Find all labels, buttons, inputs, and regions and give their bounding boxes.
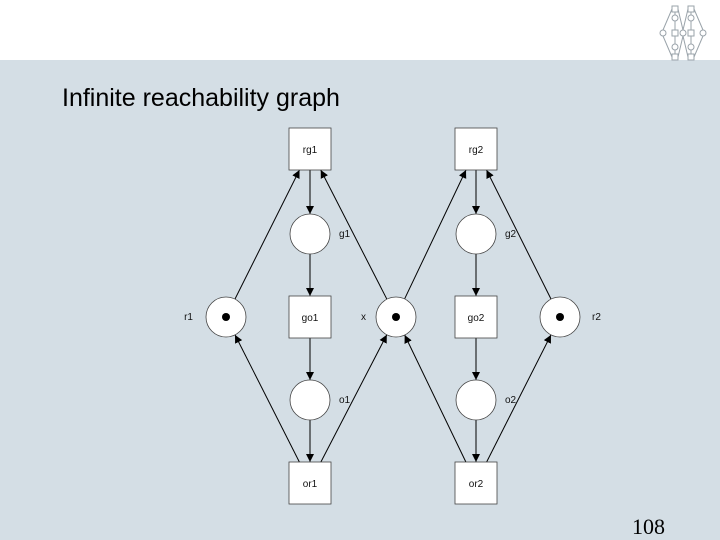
transition-rg1: rg1	[288, 127, 332, 171]
arc-r1-to-rg1	[234, 169, 300, 300]
transition-label: rg1	[303, 145, 318, 156]
slide-background	[0, 60, 720, 540]
transition-or1: or1	[288, 461, 332, 505]
place-circle	[455, 213, 497, 255]
place-x: x	[361, 296, 417, 338]
transition-box	[288, 461, 332, 505]
page-number: 108	[632, 514, 665, 539]
transition-label: or2	[469, 479, 484, 490]
place-r2: r2	[539, 296, 601, 338]
token-dot	[392, 313, 400, 321]
arc-or1-to-r1	[234, 334, 300, 463]
arc-x-to-rg2	[404, 169, 467, 300]
transition-box	[454, 295, 498, 339]
arc-or2-to-r2	[486, 334, 552, 463]
place-label: g2	[505, 229, 517, 240]
transition-box	[288, 295, 332, 339]
place-o1: o1	[289, 379, 351, 421]
nodes: rg1 rg2 go1 go2 or1 or2 g1 g2 r1 x r2 o1 o2	[184, 127, 601, 505]
place-label: g1	[339, 229, 351, 240]
transition-label: or1	[303, 479, 318, 490]
arc-or1-to-x	[320, 334, 388, 463]
slide-title: Infinite reachability graph	[62, 84, 340, 112]
place-label: o2	[505, 395, 517, 406]
transition-or2: or2	[454, 461, 498, 505]
place-label: r2	[592, 312, 601, 323]
arcs	[234, 169, 552, 463]
place-g1: g1	[289, 213, 351, 255]
token-dot	[222, 313, 230, 321]
transition-rg2: rg2	[454, 127, 498, 171]
place-o2: o2	[455, 379, 517, 421]
transition-box	[454, 461, 498, 505]
place-circle	[289, 213, 331, 255]
transition-label: go2	[468, 313, 485, 324]
transition-label: rg2	[469, 145, 484, 156]
place-label: r1	[184, 312, 193, 323]
logo-icon	[659, 5, 707, 61]
transition-go2: go2	[454, 295, 498, 339]
place-g2: g2	[455, 213, 517, 255]
arc-or2-to-x	[404, 334, 467, 463]
place-label: o1	[339, 395, 351, 406]
transition-go1: go1	[288, 295, 332, 339]
arc-x-to-rg1	[320, 169, 388, 300]
place-r1: r1	[184, 296, 247, 338]
arc-r2-to-rg2	[486, 169, 552, 300]
token-dot	[556, 313, 564, 321]
transition-label: go1	[302, 313, 319, 324]
place-label: x	[361, 312, 366, 323]
transition-box	[288, 127, 332, 171]
transition-box	[454, 127, 498, 171]
place-circle	[289, 379, 331, 421]
place-circle	[455, 379, 497, 421]
